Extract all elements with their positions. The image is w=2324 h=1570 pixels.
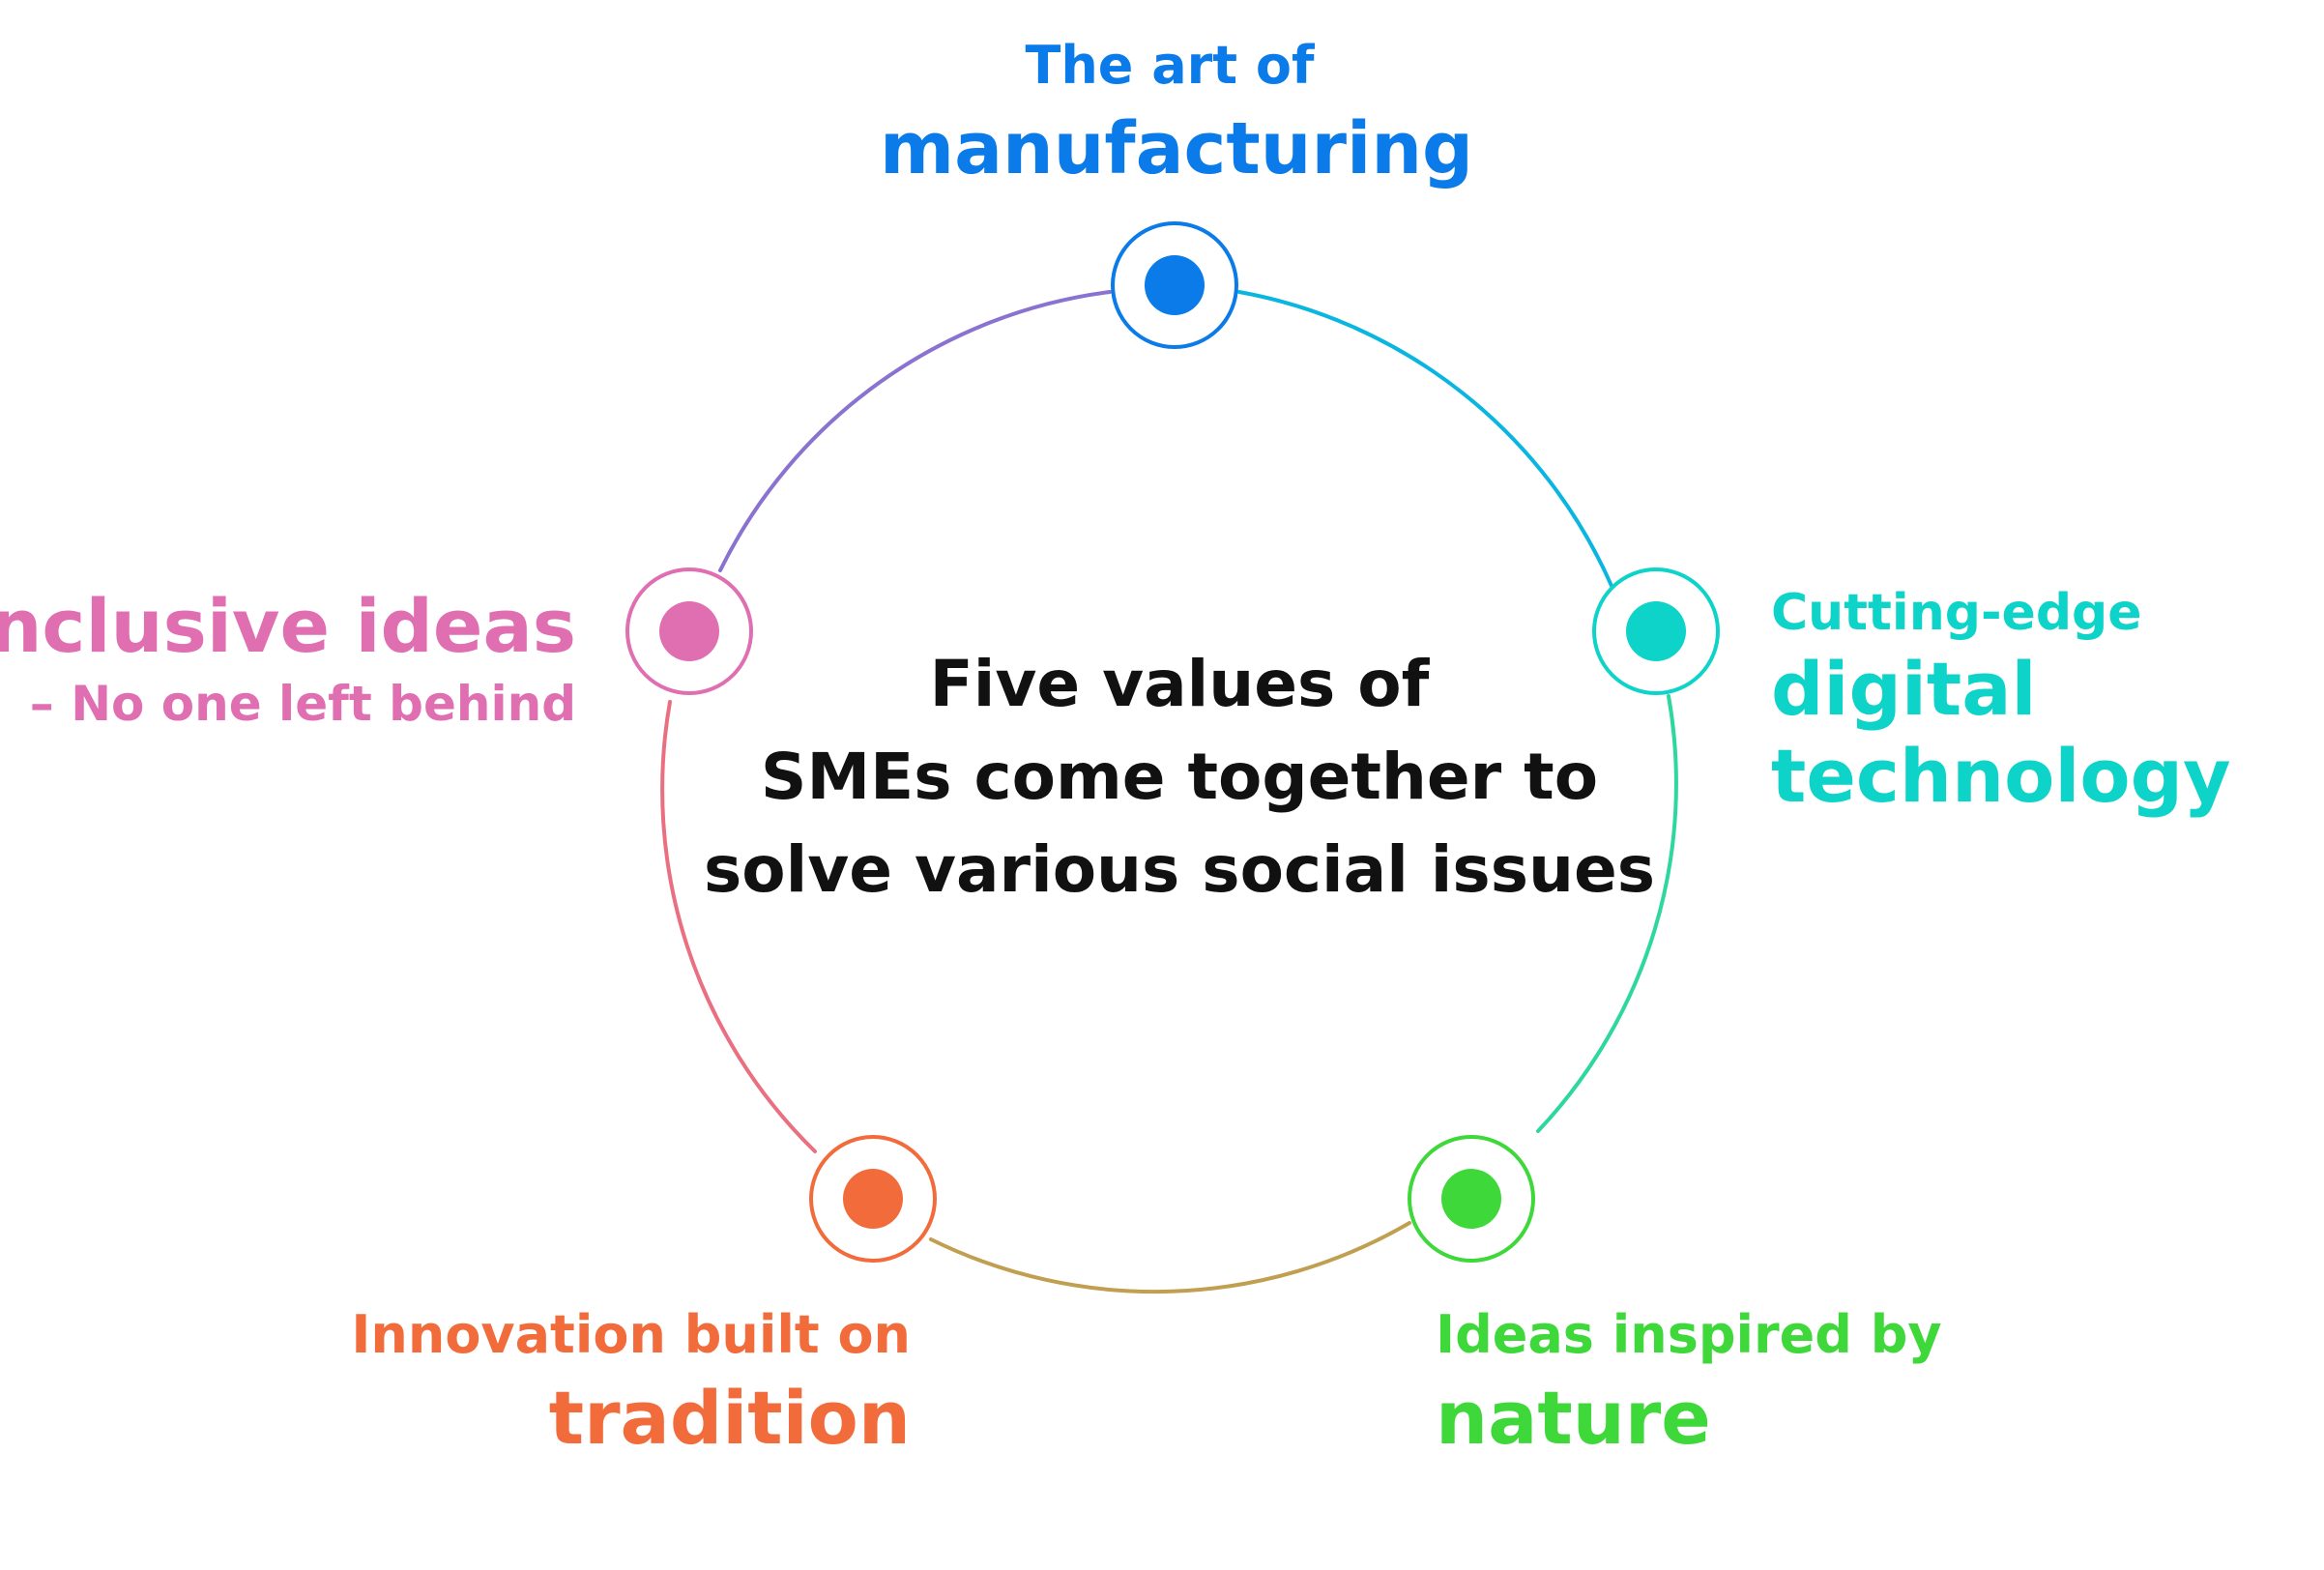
node-tradition — [809, 1135, 937, 1263]
label-inclusive-sub: – No one left behind — [29, 676, 576, 732]
node-inclusive — [625, 567, 753, 695]
center-statement: Five values of SMEs come together to sol… — [667, 638, 1692, 916]
arc-manufacturing-digital — [1237, 290, 1613, 588]
node-manufacturing — [1111, 221, 1238, 349]
arc-inclusive-manufacturing — [718, 290, 1112, 572]
label-tradition-small: Innovation built on — [351, 1304, 911, 1365]
label-nature: Ideas inspired by nature — [1436, 1300, 1942, 1467]
label-tradition-big: tradition — [548, 1375, 911, 1461]
node-nature — [1408, 1135, 1535, 1263]
label-manufacturing-big: manufacturing — [880, 107, 1473, 190]
label-digital: Cutting-edge digital technology — [1771, 580, 2231, 820]
label-manufacturing-small: The art of — [1025, 35, 1315, 96]
arc-digital-nature — [1536, 694, 1678, 1133]
arc-nature-tradition — [929, 1221, 1411, 1294]
arc-tradition-inclusive — [660, 700, 817, 1153]
center-line-2: SMEs come together to — [760, 740, 1599, 814]
node-digital — [1592, 567, 1720, 695]
label-digital-big-1: digital — [1771, 646, 2037, 732]
label-manufacturing: The art of manufacturing — [880, 29, 1473, 195]
label-nature-big: nature — [1436, 1375, 1711, 1461]
label-digital-small: Cutting-edge — [1771, 584, 2142, 642]
label-tradition: Innovation built on tradition — [351, 1300, 911, 1467]
label-inclusive: Inclusive ideas – No one left behind — [0, 580, 576, 735]
center-line-3: solve various social issues — [703, 832, 1656, 907]
center-line-1: Five values of — [929, 647, 1430, 721]
label-nature-small: Ideas inspired by — [1436, 1304, 1942, 1365]
label-digital-big-2: technology — [1771, 733, 2231, 819]
label-inclusive-big: Inclusive ideas — [0, 583, 576, 669]
